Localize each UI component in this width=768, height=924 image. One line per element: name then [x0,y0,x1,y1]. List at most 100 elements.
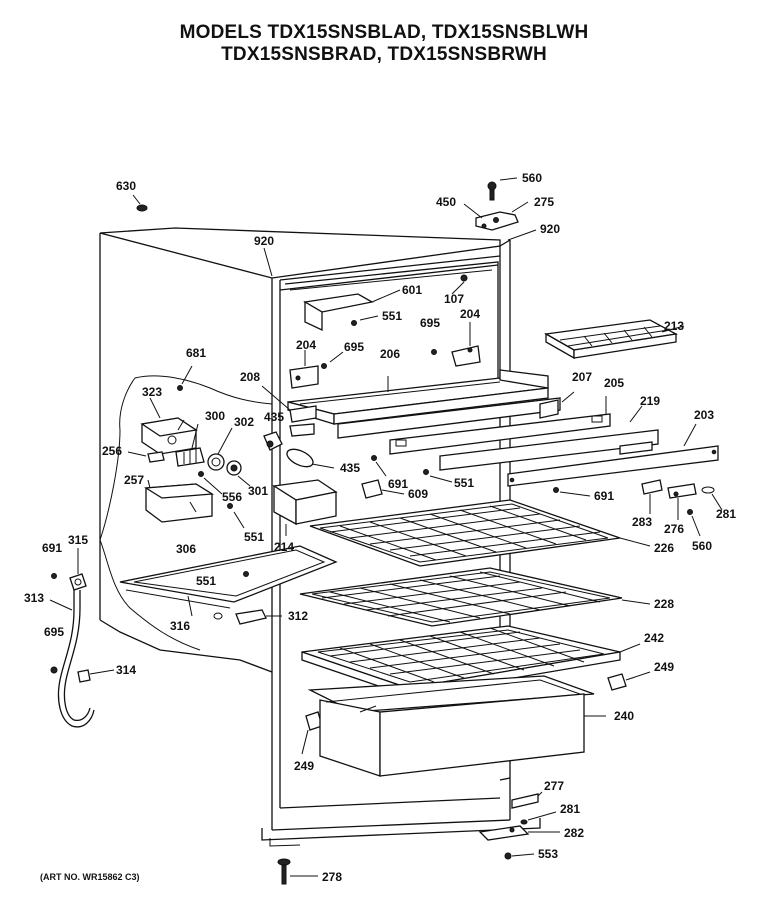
part-208-bracket [261,385,317,437]
label-281: 281 [716,507,736,521]
label-219: 219 [640,394,660,408]
part-107-screw [460,274,468,282]
part-601-duct [303,289,401,332]
label-208: 208 [240,370,260,384]
label-551-center: 551 [454,476,474,490]
part-206-freezer-floor [287,369,549,425]
label-205: 205 [604,376,624,390]
label-249-left: 249 [294,759,314,773]
label-107: 107 [444,292,464,306]
part-240-crisper [307,675,606,777]
label-203: 203 [694,408,714,422]
part-630-screw [132,194,148,212]
part-276-hinge [667,483,697,520]
label-450: 450 [436,195,456,209]
label-551-plate: 551 [196,574,216,588]
part-277-guard [511,791,543,809]
part-553-screw [504,852,535,860]
label-206: 206 [380,347,400,361]
label-207: 207 [572,370,592,384]
part-213-ice-tray [544,319,685,360]
label-282: 282 [564,826,584,840]
part-top-hinge [463,177,537,241]
part-435-bulb [286,448,335,469]
part-551-screw-center [423,469,429,475]
part-551-screw [351,320,357,326]
label-277: 277 [544,779,564,793]
part-435-socket [263,420,283,451]
part-609-switch [361,479,405,499]
part-691-screw-right [553,487,559,493]
art-number: (ART NO. WR15862 C3) [40,872,140,882]
label-276: 276 [664,522,684,536]
label-249-right: 249 [654,660,674,674]
label-691-left: 691 [42,541,62,555]
part-282-hinge [478,825,560,841]
label-609: 609 [408,487,428,501]
label-920-left: 920 [254,234,274,248]
part-551-screw-left [227,503,233,509]
label-560-right: 560 [692,539,712,553]
part-228-shelf [299,567,651,627]
part-301-knob [226,460,251,487]
label-228: 228 [654,597,674,611]
label-256: 256 [102,444,122,458]
label-302: 302 [234,415,254,429]
part-560-screw [687,509,701,537]
part-681-screw [177,385,183,391]
label-681: 681 [186,346,206,360]
part-283-pin [641,479,663,514]
part-207-bracket [337,391,575,439]
part-281-washer-bottom [520,819,528,825]
part-214-bin [272,479,338,536]
part-313-water-tube [57,590,95,728]
part-226-shelf [309,499,651,567]
part-312-clip [213,609,282,625]
label-275: 275 [534,195,554,209]
label-551: 551 [382,309,402,323]
label-214: 214 [274,540,294,554]
label-283: 283 [632,515,652,529]
label-240: 240 [614,709,634,723]
label-553: 553 [538,847,558,861]
part-302-knob [207,427,233,471]
label-556: 556 [222,490,242,504]
part-281-washer [701,486,723,511]
label-306: 306 [176,542,196,556]
part-695-screw-left [50,666,58,674]
label-691-right: 691 [594,489,614,503]
part-249-slide-right [607,671,651,691]
label-551-left: 551 [244,530,264,544]
part-204-hinge-right [431,322,481,367]
label-435-top: 435 [264,410,284,424]
part-256-sensor [127,451,165,463]
part-691-screw [371,455,377,461]
label-300: 300 [205,409,225,423]
label-278: 278 [322,870,342,884]
part-203-rail [507,423,719,487]
label-316: 316 [170,619,190,633]
cabinet-body [99,227,541,847]
label-204-left: 204 [296,338,316,352]
label-323: 323 [142,385,162,399]
label-315: 315 [68,533,88,547]
part-219-rail [439,405,659,471]
label-213: 213 [664,319,684,333]
label-695: 695 [420,316,440,330]
part-249-slide-left [301,711,323,755]
label-695-left-tube: 695 [44,625,64,639]
part-278-leg [277,858,318,885]
label-242: 242 [644,631,664,645]
label-204-right: 204 [460,307,480,321]
diagram-title-line1: MODELS TDX15SNSBLAD, TDX15SNSBLWH [179,22,589,43]
part-316-plate [119,545,338,617]
label-281-bottom: 281 [560,802,580,816]
label-601: 601 [402,283,422,297]
part-204-hinge-left [289,350,344,389]
part-323-control [140,397,198,455]
part-315-valve [51,548,87,591]
label-226: 226 [654,541,674,555]
label-313: 313 [24,591,44,605]
label-312: 312 [288,609,308,623]
